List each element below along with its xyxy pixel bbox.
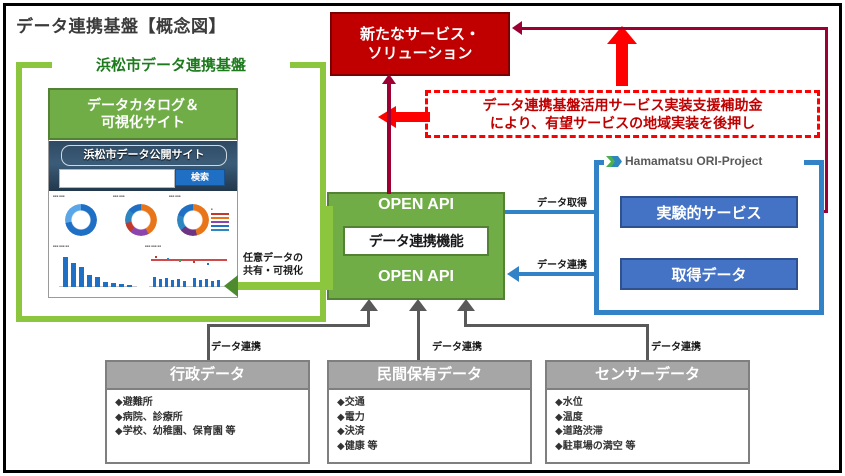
mini-chart-label: ■■■ ■■■ ■■	[145, 244, 162, 248]
bar-chart	[59, 253, 137, 287]
subsidy-line1: データ連携基盤活用サービス実装支援補助金	[482, 96, 763, 113]
new-service-box: 新たなサービス・ ソリューション	[330, 12, 510, 76]
label-data-link-3: データ連携	[650, 338, 702, 353]
data-catalog-title-line1: データカタログ＆	[87, 96, 199, 113]
source-title: 行政データ	[107, 362, 308, 390]
connector-service-up	[825, 27, 828, 213]
label-share-line2: 共有・可視化	[242, 262, 304, 277]
source-title: 民間保有データ	[329, 362, 530, 390]
source-items: ◆交通 ◆電力 ◆決済 ◆健康 等	[329, 390, 530, 454]
donut-chart-2	[125, 204, 157, 236]
page-title: データ連携基盤【概念図】	[16, 17, 226, 36]
data-linkage-function-label: データ連携機能	[343, 226, 489, 256]
new-service-line2: ソリューション	[367, 45, 473, 62]
chart-legend: ■	[211, 207, 213, 211]
ori-project-logo: Hamamatsu ORI-Project	[606, 152, 806, 170]
experimental-service-box: 実験的サービス	[620, 196, 798, 228]
source-box-sensor: センサーデータ ◆水位 ◆温度 ◆道路渋滞 ◆駐車場の満空 等	[545, 360, 750, 464]
source-box-private: 民間保有データ ◆交通 ◆電力 ◆決済 ◆健康 等	[327, 360, 532, 464]
line-chart	[149, 253, 229, 287]
site-banner-label: 浜松市データ公開サイト	[61, 145, 227, 166]
connector-source1-up	[207, 324, 210, 360]
connector-source2-up	[417, 310, 420, 360]
list-item: ◆道路渋滞	[555, 426, 603, 437]
list-item: ◆健康 等	[337, 440, 378, 452]
arrow-left-openapi-icon	[507, 266, 519, 282]
subsidy-up-arrow-icon	[607, 26, 637, 86]
connector-share-horizontal	[238, 282, 333, 290]
connector-data-link-right	[519, 272, 620, 276]
subsidy-callout: データ連携基盤活用サービス実装支援補助金 により、有望サービスの地域実装を後押し	[425, 90, 820, 138]
mini-chart-label: ■■■ ■■■	[53, 194, 65, 198]
mini-chart-label: ■■■ ■■■ ■■	[53, 244, 70, 248]
label-share-line1: 任意データの	[242, 249, 304, 264]
donut-chart-1	[65, 204, 97, 236]
dashboard-preview: ■■■ ■■■ ■■■ ■■■ ■■■ ■■■ ■ ■■■ ■■■ ■■ ■■■…	[49, 191, 237, 297]
label-data-acquire: データ取得	[536, 194, 588, 209]
connector-share-vertical	[325, 206, 333, 290]
data-catalog-header: データカタログ＆ 可視化サイト	[48, 88, 238, 140]
platform-frame-title: 浜松市データ連携基盤	[95, 57, 246, 74]
open-api-top-label: OPEN API	[378, 196, 454, 213]
arrow-up-openapi-3-icon	[457, 299, 475, 311]
ori-project-label: Hamamatsu ORI-Project	[625, 154, 763, 168]
ori-panel-gap	[604, 154, 804, 168]
connector-source1-riser	[367, 310, 370, 326]
data-catalog-title-line2: 可視化サイト	[101, 114, 185, 130]
arrow-left-newservice-icon	[512, 21, 522, 35]
data-catalog-hero: 浜松市データ公開サイト 検索	[49, 141, 237, 191]
list-item: ◆避難所	[115, 397, 153, 408]
subsidy-line2: により、有望サービスの地域実装を後押し	[489, 115, 756, 131]
list-item: ◆学校、幼稚園、保育園 等	[115, 426, 236, 437]
arrow-up-openapi-2-icon	[409, 299, 427, 311]
connector-data-acquire	[505, 210, 615, 214]
ori-project-panel	[594, 160, 824, 315]
list-item: ◆温度	[555, 411, 583, 423]
mini-chart-label: ■■■ ■■■	[113, 194, 125, 198]
platform-frame-gap	[52, 56, 290, 72]
connector-source3-riser	[464, 310, 467, 326]
list-item: ◆水位	[555, 397, 583, 408]
search-input[interactable]	[59, 169, 175, 188]
source-items: ◆水位 ◆温度 ◆道路渋滞 ◆駐車場の満空 等	[547, 390, 748, 454]
label-data-link-right: データ連携	[536, 256, 588, 271]
new-service-line1: 新たなサービス・	[359, 25, 480, 43]
open-api-bottom-label: OPEN API	[378, 268, 454, 285]
source-title: センサーデータ	[547, 362, 748, 390]
source-box-administrative: 行政データ ◆避難所 ◆病院、診療所 ◆学校、幼稚園、保育園 等	[105, 360, 310, 464]
label-data-link-1: データ連携	[210, 338, 262, 353]
list-item: ◆病院、診療所	[115, 411, 183, 423]
list-item: ◆駐車場の満空 等	[555, 440, 636, 452]
connector-source3-up	[646, 324, 649, 360]
source-items: ◆避難所 ◆病院、診療所 ◆学校、幼稚園、保育園 等	[107, 390, 308, 440]
list-item: ◆電力	[337, 411, 365, 423]
outer-border	[3, 3, 842, 473]
list-item: ◆決済	[337, 426, 365, 437]
donut-chart-3	[177, 204, 209, 236]
connector-source3-horizontal	[464, 324, 649, 327]
mini-chart-label: ■■■ ■■■	[169, 194, 181, 198]
arrow-up-newservice-icon	[382, 74, 396, 84]
arrow-left-catalog-icon	[224, 275, 238, 297]
list-item: ◆交通	[337, 397, 365, 408]
search-button[interactable]: 検索	[175, 169, 225, 186]
chevron-logo-icon	[606, 155, 622, 167]
connector-service-to-newservice	[522, 27, 828, 30]
label-data-link-2: データ連携	[431, 338, 483, 353]
subsidy-left-arrow-icon	[378, 106, 430, 128]
connector-source1-horizontal	[207, 324, 370, 327]
connector-openapi-to-newservice	[387, 84, 391, 194]
arrow-up-openapi-1-icon	[360, 299, 378, 311]
acquired-data-box: 取得データ	[620, 258, 798, 290]
